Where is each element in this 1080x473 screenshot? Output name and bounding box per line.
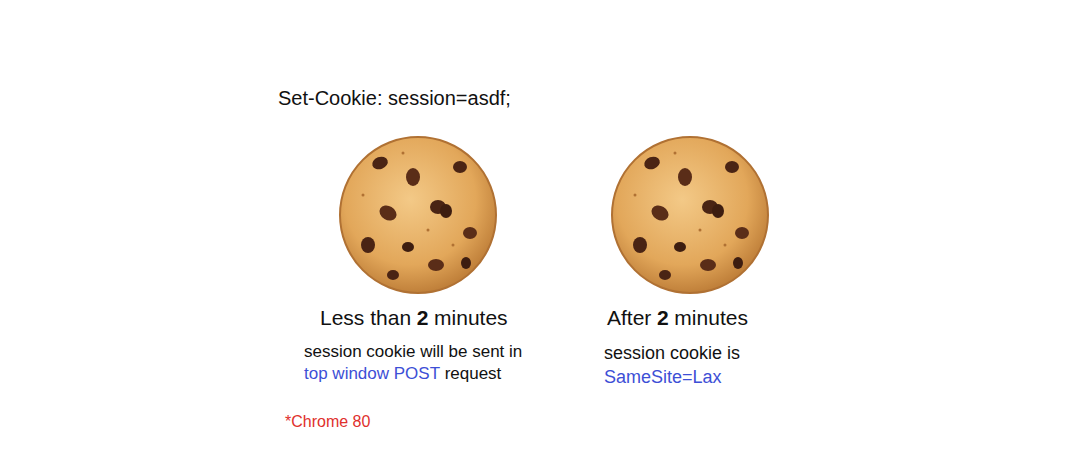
- label: 2: [657, 305, 669, 330]
- label: minutes: [674, 305, 748, 330]
- label: request: [445, 364, 502, 384]
- label: After: [607, 305, 651, 330]
- text-line: session cookie will be sent in: [304, 342, 522, 362]
- title: Set-Cookie: session=asdf;: [278, 86, 1080, 110]
- cookie-left: [340, 137, 496, 293]
- label: session cookie will be sent in: [304, 342, 522, 362]
- text-line: SameSite=Lax: [604, 367, 722, 389]
- text-line: session cookie is: [604, 343, 740, 365]
- text-line: top window POSTrequest: [304, 364, 501, 384]
- label: session cookie is: [604, 343, 740, 365]
- label: *Chrome 80: [285, 412, 370, 431]
- label: minutes: [434, 305, 508, 330]
- text-line: Less than2minutes: [320, 305, 508, 330]
- label: top window POST: [304, 364, 440, 384]
- cookie-right: [612, 137, 768, 293]
- label: 2: [417, 305, 429, 330]
- label: SameSite=Lax: [604, 367, 722, 389]
- label: Less than: [320, 305, 411, 330]
- text-line: *Chrome 80: [285, 412, 370, 431]
- text-line: After2minutes: [607, 305, 748, 330]
